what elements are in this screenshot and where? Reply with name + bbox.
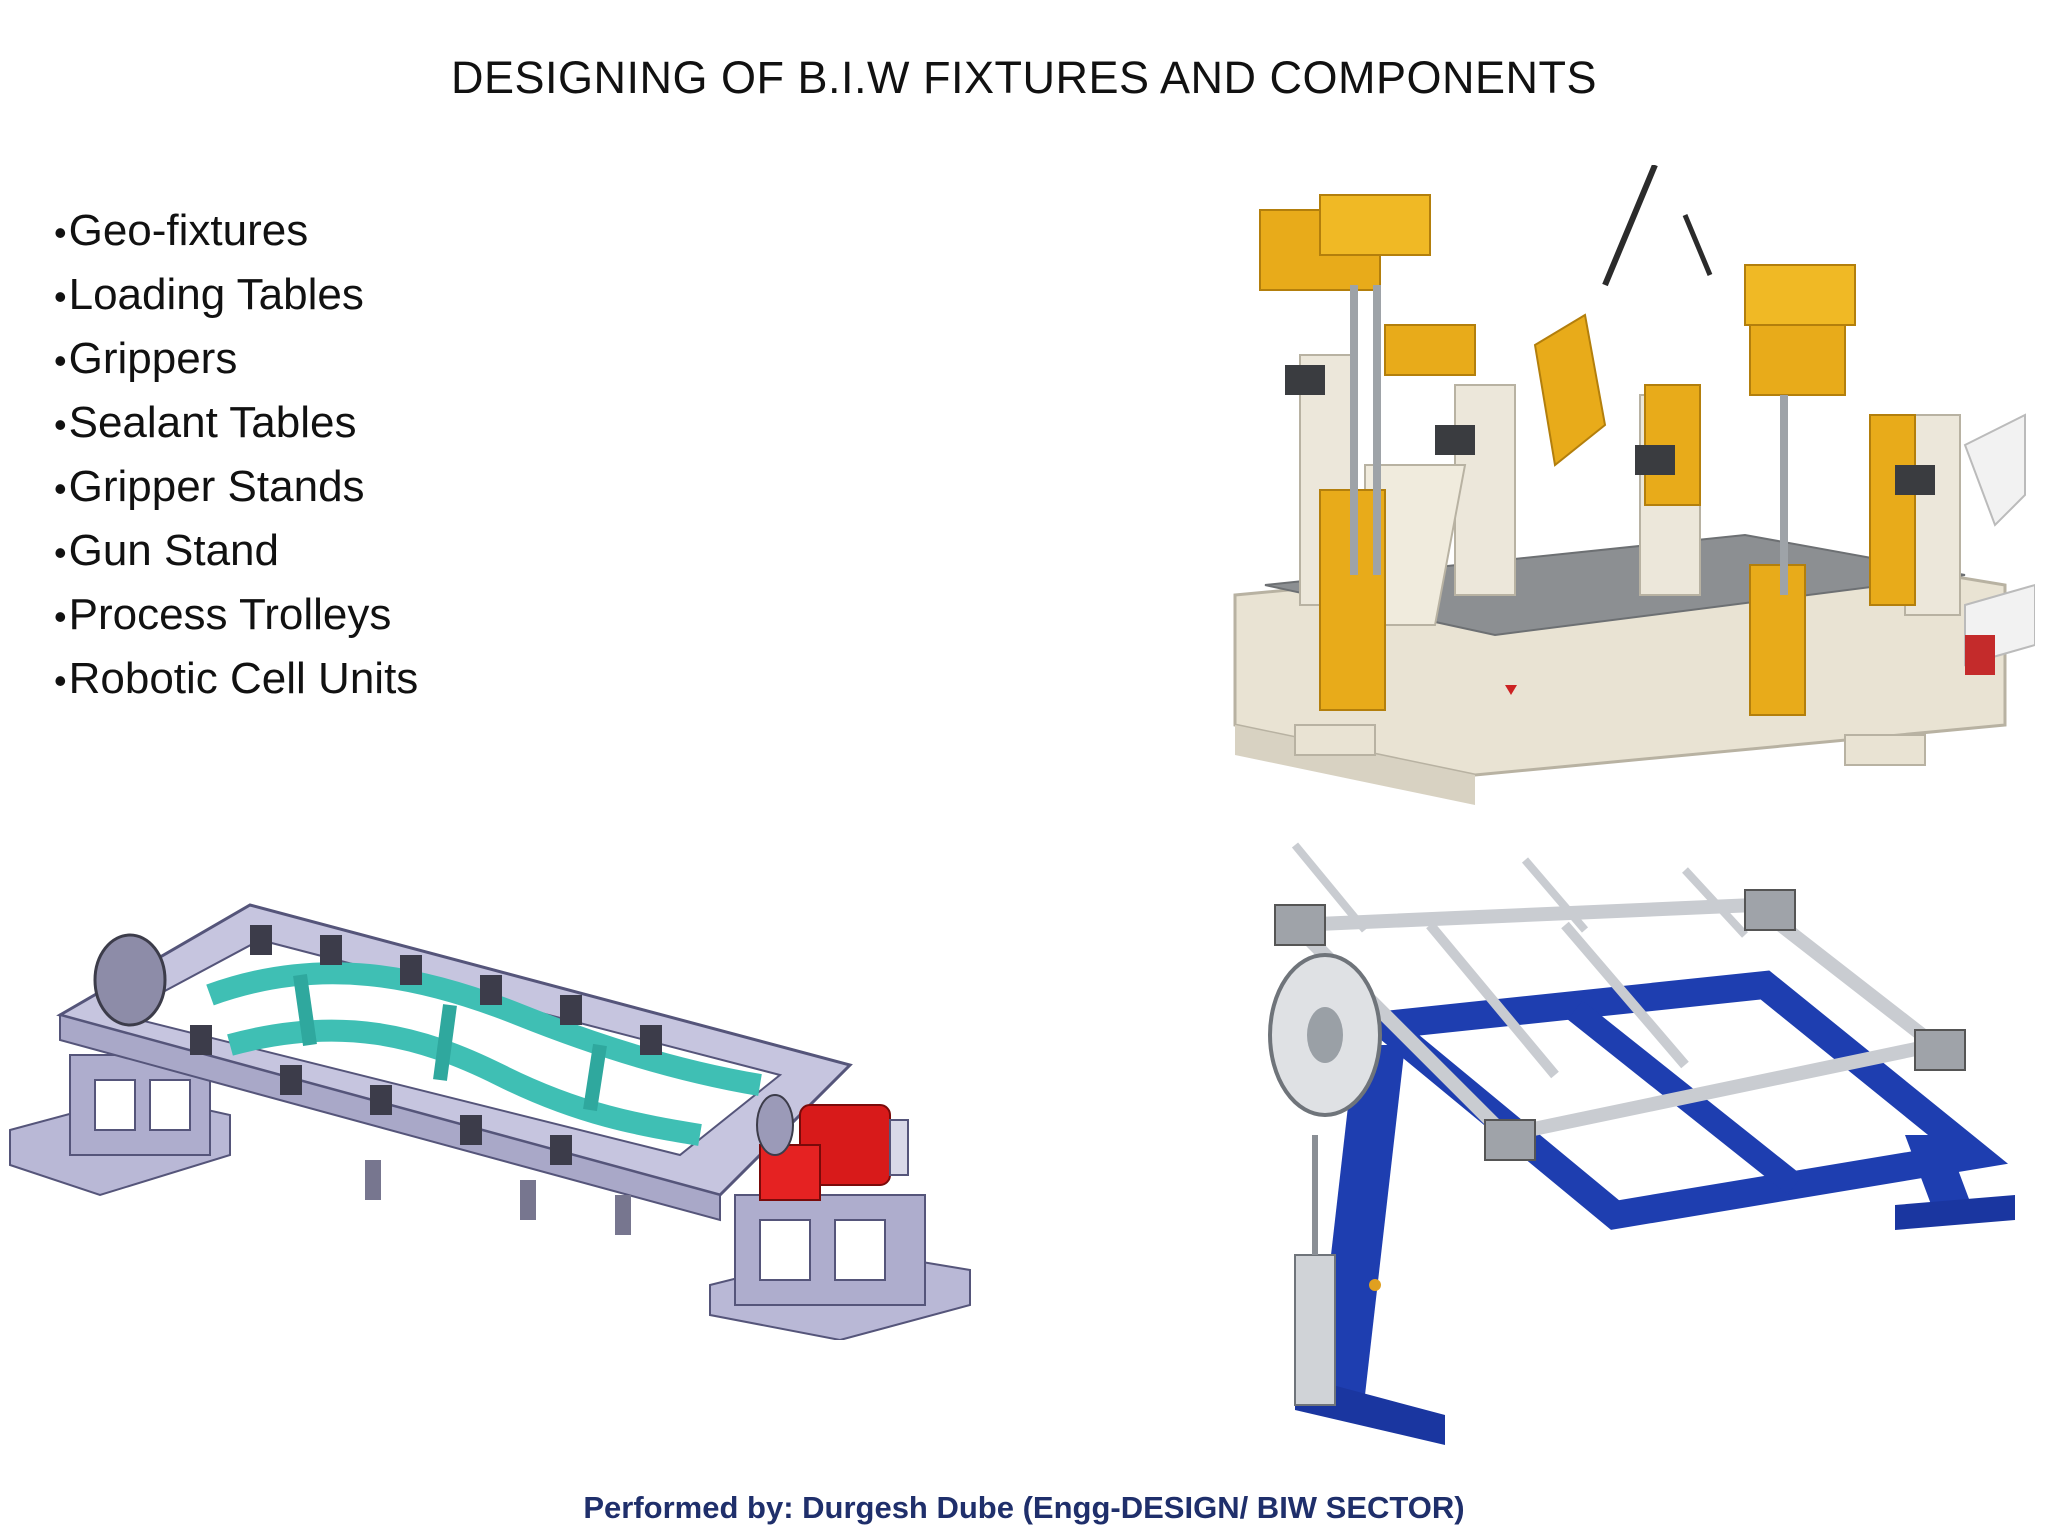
bullet-item: •Loading Tables [54,264,418,328]
bullet-text: Process Trolleys [68,590,392,639]
bullet-dot: • [54,660,67,701]
bullet-dot: • [54,340,67,381]
bullet-dot: • [54,532,67,573]
bullet-text: Grippers [68,334,238,383]
bullet-item: •Process Trolleys [54,584,418,648]
bullet-item: •Gun Stand [54,520,418,584]
bullet-item: •Sealant Tables [54,392,418,456]
cad-fixture-image [9,903,971,1340]
bullet-dot: • [54,212,67,253]
bullet-item: •Geo-fixtures [54,200,418,264]
bullet-list: •Geo-fixtures •Loading Tables •Grippers … [54,200,418,712]
bullet-text: Robotic Cell Units [68,654,419,703]
bullet-text: Gun Stand [68,526,279,575]
bullet-text: Gripper Stands [68,462,365,511]
bullet-item: •Robotic Cell Units [54,648,418,712]
rotary-stand-image [1268,842,2015,1445]
bullet-text: Loading Tables [68,270,364,319]
bullet-dot: • [54,596,67,637]
fixture-photo-image [1233,165,2035,805]
footer-credit: Performed by: Durgesh Dube (Engg-DESIGN/… [583,1490,1465,1525]
slide-title: DESIGNING OF B.I.W FIXTURES AND COMPONEN… [450,52,1598,103]
bullet-text: Sealant Tables [68,398,357,447]
bullet-text: Geo-fixtures [68,206,309,255]
bullet-item: •Grippers [54,328,418,392]
bullet-dot: • [54,276,67,317]
bullet-item: •Gripper Stands [54,456,418,520]
bullet-dot: • [54,468,67,509]
bullet-dot: • [54,404,67,445]
